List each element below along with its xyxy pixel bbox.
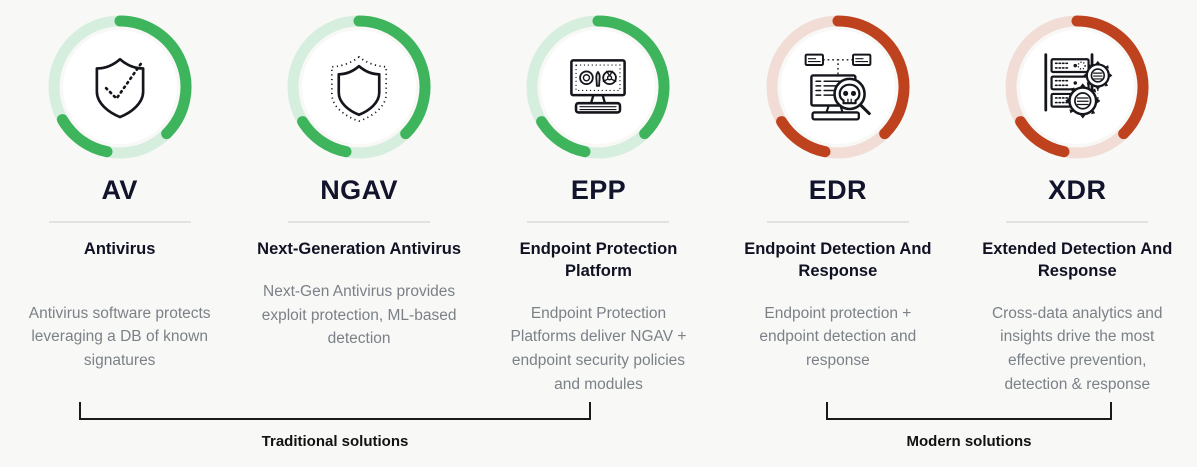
acronym-ngav: NGAV: [320, 175, 398, 205]
divider-ngav: [288, 221, 431, 223]
fullname-edr: Endpoint Detection And Response: [744, 240, 932, 280]
divider-edr: [766, 221, 909, 223]
shield-check-icon: [83, 50, 157, 124]
desktop-magnifier-skull-icon: [801, 50, 875, 124]
description-ngav: Next-Gen Antivirus provides exploit prot…: [261, 282, 457, 348]
desktop-threats-icon: [561, 50, 635, 124]
fullname-ngav: Next-Generation Antivirus: [257, 240, 461, 258]
solution-column-edr[interactable]: EDR Endpoint Detection And Response Endp…: [718, 0, 957, 397]
solution-column-epp[interactable]: EPP Endpoint Protection Platform Endpoin…: [479, 0, 718, 397]
ring-av: [44, 11, 196, 163]
divider-av: [48, 221, 191, 223]
description-av: Antivirus software protects leveraging a…: [28, 304, 211, 370]
acronym-av: AV: [101, 175, 138, 205]
group-label-traditional: Traditional solutions: [261, 433, 409, 450]
description-xdr: Cross-data analytics and insights drive …: [991, 304, 1163, 394]
solution-column-ngav[interactable]: NGAV Next-Generation Antivirus Next-Gen …: [239, 0, 478, 397]
progress-ring-av: [48, 15, 192, 159]
divider-epp: [527, 221, 670, 223]
ring-edr: [762, 11, 914, 163]
bracket-modern: [826, 402, 1112, 420]
ring-ngav: [283, 11, 435, 163]
acronym-xdr: XDR: [1048, 175, 1107, 205]
divider-xdr: [1006, 221, 1149, 223]
server-racks-gears-icon: [1040, 50, 1114, 124]
fullname-av: Antivirus: [83, 240, 156, 258]
description-edr: Endpoint protection + endpoint detection…: [759, 304, 917, 370]
progress-ring-epp: [526, 15, 670, 159]
acronym-epp: EPP: [570, 175, 627, 205]
group-label-modern: Modern solutions: [906, 433, 1032, 450]
description-epp: Endpoint Protection Platforms deliver NG…: [510, 304, 687, 394]
solution-columns: AV Antivirus Antivirus software protects…: [0, 0, 1197, 397]
ring-xdr: [1001, 11, 1153, 163]
solution-column-av[interactable]: AV Antivirus Antivirus software protects…: [0, 0, 239, 397]
acronym-edr: EDR: [808, 175, 867, 205]
bracket-traditional: [79, 402, 591, 420]
solution-column-xdr[interactable]: XDR Extended Detection And Response Cros…: [958, 0, 1197, 397]
ring-epp: [522, 11, 674, 163]
shield-dotted-icon: [322, 50, 396, 124]
progress-ring-ngav: [287, 15, 431, 159]
fullname-epp: Endpoint Protection Platform: [519, 240, 678, 280]
fullname-xdr: Extended Detection And Response: [982, 240, 1173, 280]
progress-ring-xdr: [1005, 15, 1149, 159]
